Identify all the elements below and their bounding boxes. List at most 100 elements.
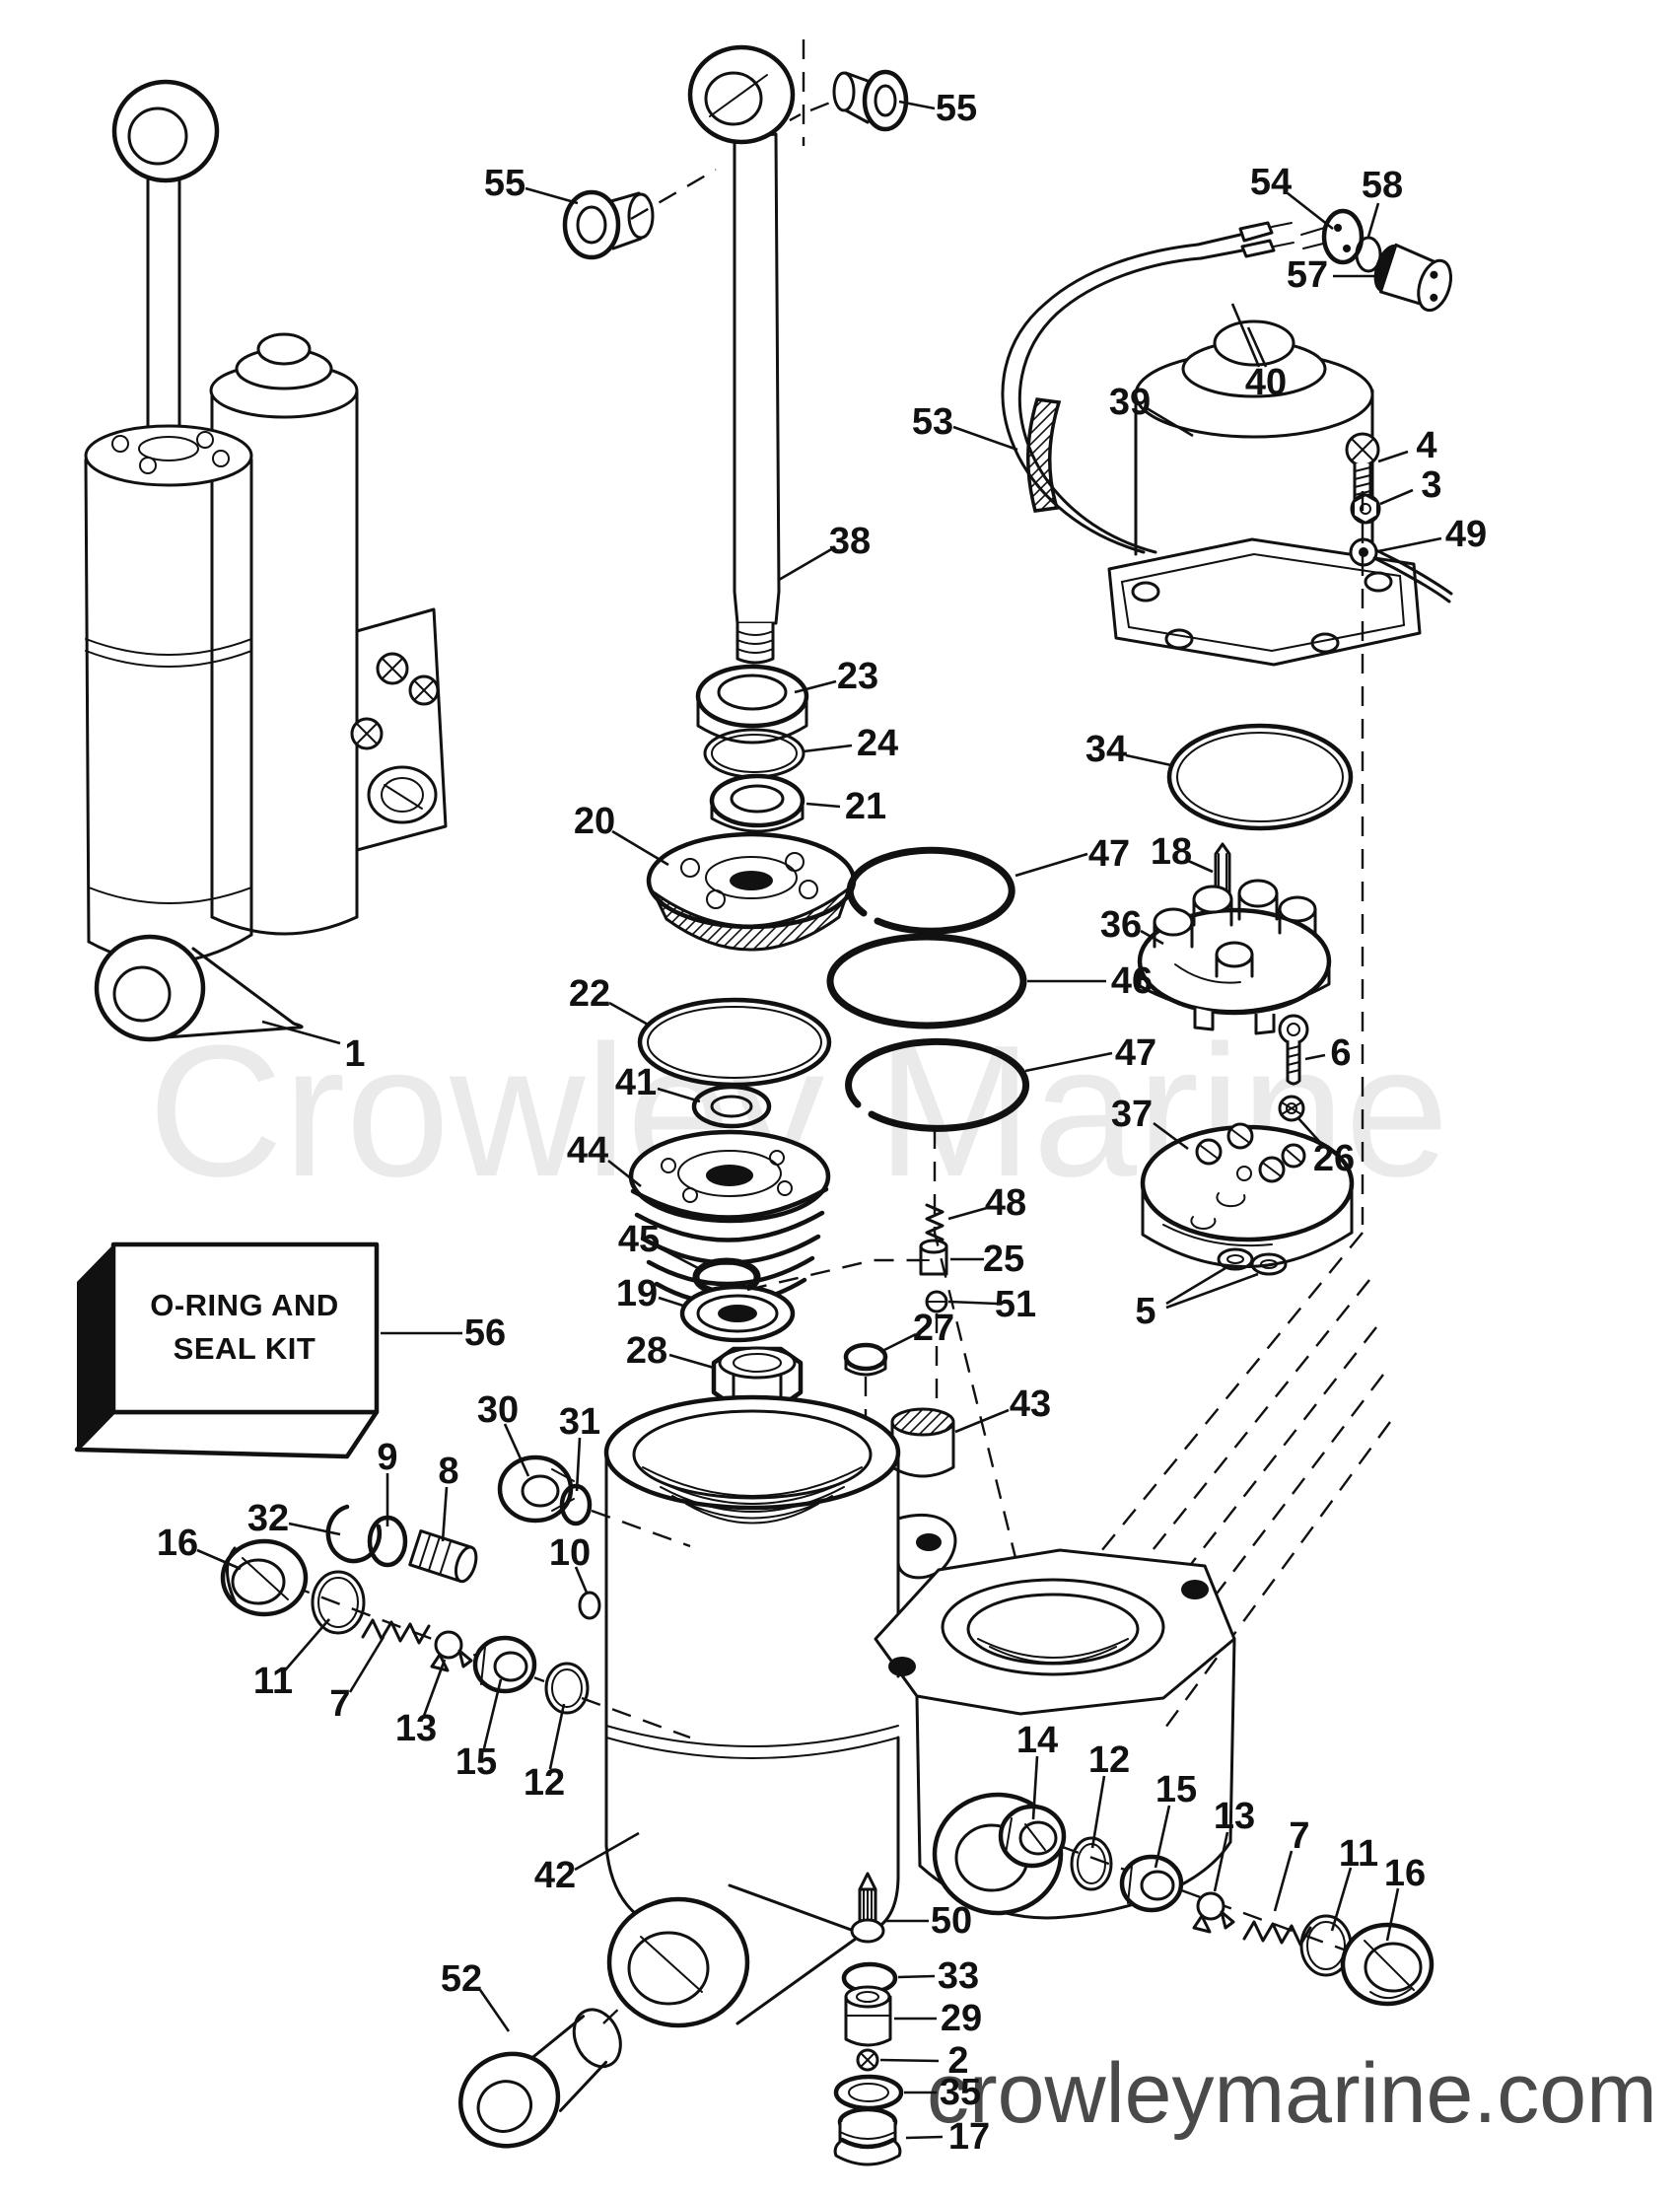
callout-leader-32 xyxy=(288,1522,341,1536)
callout-leader-55 xyxy=(898,100,936,110)
callout-leader-12 xyxy=(1090,1775,1106,1849)
callout-7: 7 xyxy=(329,1683,350,1725)
callout-14: 14 xyxy=(1016,1720,1058,1761)
seal-35 xyxy=(833,2074,904,2111)
bushing-55-right xyxy=(832,69,909,132)
callout-45: 45 xyxy=(618,1219,660,1260)
callout-leader-27 xyxy=(879,1332,917,1354)
screw-2 xyxy=(856,2048,879,2072)
callout-57: 57 xyxy=(1287,254,1328,296)
callout-9: 9 xyxy=(377,1437,397,1478)
callout-leader-51 xyxy=(947,1300,998,1306)
callout-leader-38 xyxy=(778,546,834,582)
callout-8: 8 xyxy=(438,1451,458,1492)
callout-leader-6 xyxy=(1304,1053,1326,1061)
right-valve-cluster xyxy=(998,1804,1435,2007)
callout-leader-4 xyxy=(1377,450,1409,463)
callout-13: 13 xyxy=(395,1708,437,1749)
callout-11: 11 xyxy=(253,1661,293,1702)
callout-46: 46 xyxy=(1111,960,1153,1002)
motor-wires-40 xyxy=(1001,221,1344,554)
assembled-trim-unit xyxy=(84,79,448,1042)
callout-leader-17 xyxy=(905,2135,944,2140)
callout-34: 34 xyxy=(1085,729,1127,770)
poppet-13-right xyxy=(1192,1891,1235,1934)
callout-leader-20 xyxy=(611,829,669,867)
wire-terminal-icon xyxy=(1238,221,1295,258)
callout-6: 6 xyxy=(1330,1032,1351,1074)
callout-18: 18 xyxy=(1151,831,1192,873)
callout-48: 48 xyxy=(985,1182,1026,1224)
callout-leader-10 xyxy=(574,1566,589,1594)
washer-19 xyxy=(679,1284,796,1343)
valve-piston-15-left xyxy=(472,1635,537,1694)
callout-leader-31 xyxy=(575,1437,582,1492)
callout-1: 1 xyxy=(344,1033,365,1075)
callout-10: 10 xyxy=(549,1532,591,1574)
callout-55: 55 xyxy=(484,163,525,204)
callout-23: 23 xyxy=(837,656,878,697)
callout-15: 15 xyxy=(455,1741,497,1783)
plug-16-right xyxy=(1340,1922,1435,2007)
left-valve-cluster xyxy=(220,1454,601,1715)
o-ring-10 xyxy=(578,1591,601,1620)
kit-box-line1: O-RING AND xyxy=(150,1288,339,1322)
spring-7-left xyxy=(361,1618,431,1645)
bushing-52 xyxy=(457,2008,622,2149)
valve-body-29 xyxy=(844,1985,892,2047)
hose-sleeve-53 xyxy=(1025,397,1062,513)
pump-plate-36 xyxy=(1137,879,1332,1035)
check-ball-51 xyxy=(925,1290,948,1313)
callout-5: 5 xyxy=(1135,1291,1155,1332)
callout-leader-47 xyxy=(1015,852,1088,878)
callout-7: 7 xyxy=(1289,1815,1309,1857)
callout-leader-49 xyxy=(1377,536,1442,553)
callout-32: 32 xyxy=(247,1498,289,1539)
electric-motor-39 xyxy=(1107,319,1422,667)
callout-leader-43 xyxy=(954,1408,1010,1434)
callout-17: 17 xyxy=(948,2116,990,2158)
seal-kit-box-56: O-RING AND SEAL KIT xyxy=(74,1241,380,1459)
callout-leader-19 xyxy=(658,1296,687,1309)
check-valve-8 xyxy=(408,1529,478,1584)
callout-3: 3 xyxy=(1421,464,1441,506)
callout-leader-24 xyxy=(803,744,853,753)
callout-leader-34 xyxy=(1125,753,1172,767)
callout-leader-11 xyxy=(1330,1867,1353,1932)
callout-38: 38 xyxy=(829,521,871,562)
snap-ring-32 xyxy=(325,1504,383,1564)
rod-seals xyxy=(695,664,809,833)
callout-15: 15 xyxy=(1155,1769,1197,1810)
callout-12: 12 xyxy=(524,1762,565,1804)
filter-43 xyxy=(890,1407,955,1478)
snap-ring-47-top xyxy=(846,846,1015,935)
callout-leader-7 xyxy=(348,1636,385,1693)
callout-36: 36 xyxy=(1100,904,1142,946)
callout-13: 13 xyxy=(1214,1796,1255,1837)
snap-ring-47-bottom xyxy=(845,1037,1030,1132)
callout-leader-2 xyxy=(879,2058,940,2063)
manifold-body xyxy=(874,1548,1236,1920)
callout-37: 37 xyxy=(1111,1094,1153,1135)
o-ring-46 xyxy=(826,933,1027,1029)
callout-leader-15 xyxy=(482,1678,503,1749)
spring-7-right xyxy=(1242,1920,1312,1947)
callout-leader-13 xyxy=(422,1659,447,1717)
o-ring-12-left xyxy=(544,1662,590,1715)
callout-leader-16 xyxy=(1385,1887,1400,1942)
callout-40: 40 xyxy=(1245,362,1287,403)
callout-leader-55 xyxy=(525,186,579,205)
callout-leader-15 xyxy=(1154,1805,1171,1869)
callout-55: 55 xyxy=(936,88,977,129)
callout-leader-41 xyxy=(657,1087,701,1103)
callout-39: 39 xyxy=(1109,382,1151,423)
callout-43: 43 xyxy=(1010,1383,1051,1425)
cap-27 xyxy=(843,1342,888,1377)
callout-26: 26 xyxy=(1313,1138,1355,1179)
callout-54: 54 xyxy=(1250,162,1292,203)
callout-56: 56 xyxy=(464,1312,506,1354)
callout-28: 28 xyxy=(626,1330,667,1372)
watermark-crowleymarine-com: crowleymarine.com xyxy=(927,2046,1657,2141)
